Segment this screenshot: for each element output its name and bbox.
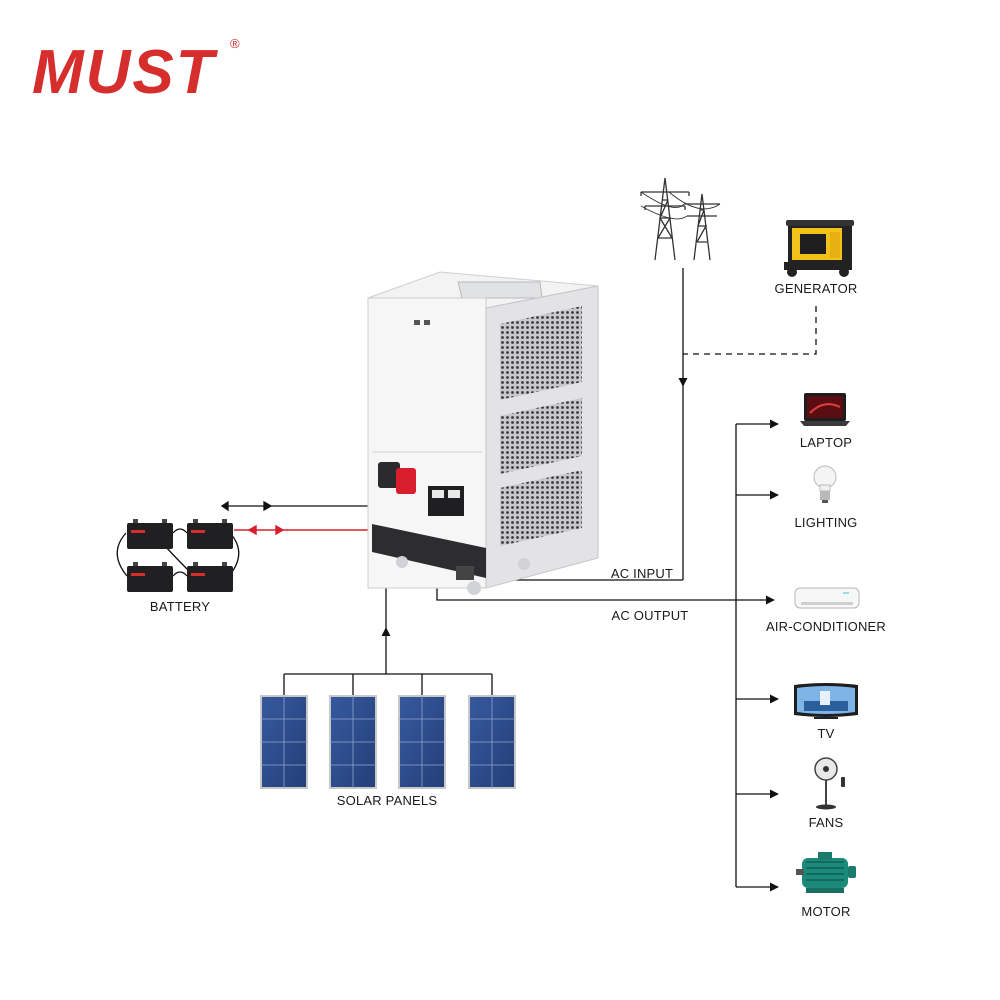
generator-icon bbox=[784, 220, 854, 277]
generator-feed-line bbox=[683, 306, 817, 355]
air-conditioner-icon bbox=[794, 587, 860, 609]
solar-panel-array bbox=[260, 695, 516, 789]
tv-icon bbox=[794, 683, 858, 719]
brand-logo: MUST bbox=[32, 42, 216, 104]
tv-label: TV bbox=[817, 726, 835, 741]
fan-icon bbox=[814, 757, 845, 810]
motor-icon bbox=[796, 852, 856, 893]
ac-input-label: AC INPUT bbox=[610, 566, 674, 581]
inverter-cabinet bbox=[367, 271, 599, 595]
battery-icon bbox=[187, 562, 233, 592]
battery-bank bbox=[116, 519, 240, 592]
brand-name: MUST bbox=[32, 38, 216, 107]
lighting-label: LIGHTING bbox=[794, 515, 858, 530]
solar-panel-icon bbox=[260, 695, 308, 789]
solar-panel-icon bbox=[329, 695, 377, 789]
laptop-label: LAPTOP bbox=[799, 435, 853, 450]
light-bulb-icon bbox=[813, 465, 837, 503]
motor-label: MOTOR bbox=[801, 904, 851, 919]
generator-label: GENERATOR bbox=[774, 281, 858, 296]
registered-mark: ® bbox=[230, 36, 240, 51]
fans-label: FANS bbox=[808, 815, 844, 830]
solar-panel-icon bbox=[468, 695, 516, 789]
ac-output-label: AC OUTPUT bbox=[611, 608, 689, 623]
battery-label: BATTERY bbox=[149, 599, 211, 614]
laptop-icon bbox=[800, 393, 850, 426]
battery-icon bbox=[127, 519, 173, 549]
solar-panels-label: SOLAR PANELS bbox=[336, 793, 438, 808]
battery-icon bbox=[187, 519, 233, 549]
solar-panel-icon bbox=[398, 695, 446, 789]
battery-icon bbox=[127, 562, 173, 592]
power-tower-icon bbox=[640, 177, 721, 261]
air-conditioner-label: AIR-CONDITIONER bbox=[766, 619, 886, 634]
connection-lines bbox=[220, 268, 817, 892]
